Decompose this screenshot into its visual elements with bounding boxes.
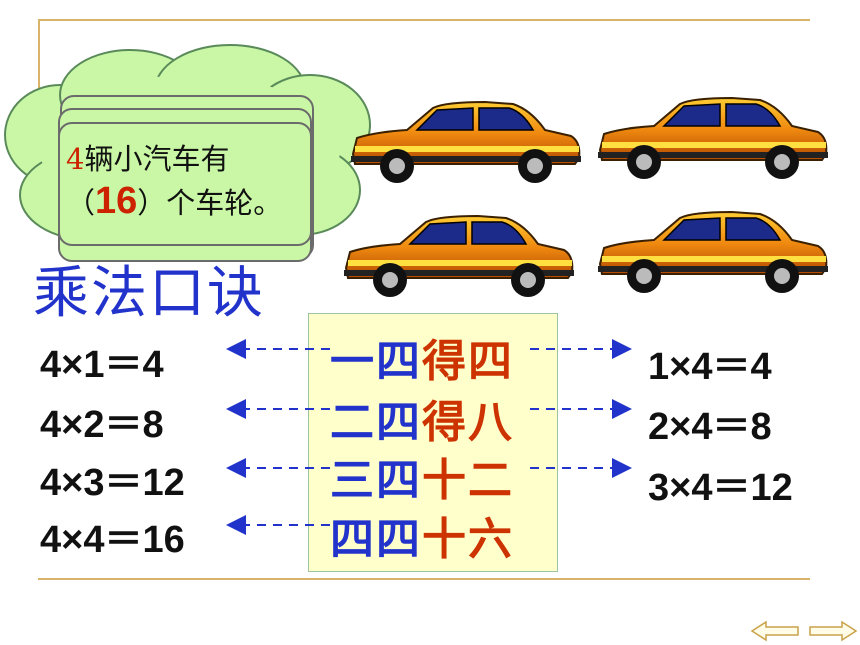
left-equation: 4×3＝12 [40, 462, 185, 504]
question-line-1: 4辆小汽车有 [66, 136, 229, 178]
frame-bottom-line [38, 578, 810, 580]
right-equation: 3×4＝12 [648, 467, 793, 509]
rhyme-line: 一四得四 [330, 325, 514, 389]
rhyme-line: 三四十二 [330, 444, 514, 508]
rhyme-part-blue: 四四 [330, 514, 422, 565]
prev-arrow-icon[interactable] [750, 620, 800, 642]
right-equation: 1×4＝4 [648, 346, 772, 388]
next-arrow-icon[interactable] [808, 620, 858, 642]
answer-number: 16 [95, 180, 138, 222]
right-equation: 2×4＝8 [648, 406, 772, 448]
question-text-1: 辆小汽车有 [84, 142, 230, 176]
frame-top-line [38, 19, 810, 21]
rhyme-part-blue: 一四 [330, 336, 422, 387]
rhyme-part-red: 十六 [422, 514, 514, 565]
page-title: 乘法口诀 [33, 261, 265, 326]
rhyme-part-blue: 三四 [330, 455, 422, 506]
rhyme-line: 二四得八 [330, 386, 514, 450]
car-count: 4 [66, 142, 85, 176]
question-line-2: （16）个车轮。 [66, 180, 282, 223]
frame-left-line [38, 19, 40, 89]
rhyme-box [308, 313, 558, 572]
paren-open: （ [66, 186, 96, 220]
left-equation: 4×1＝4 [40, 344, 164, 386]
left-equation: 4×4＝16 [40, 519, 185, 561]
rhyme-part-blue: 二四 [330, 397, 422, 448]
rhyme-part-red: 得四 [422, 336, 514, 387]
rhyme-part-red: 十二 [422, 455, 514, 506]
question-text-2: ）个车轮。 [137, 186, 283, 220]
rhyme-part-red: 得八 [422, 397, 514, 448]
left-equation: 4×2＝8 [40, 404, 164, 446]
rhyme-line: 四四十六 [330, 503, 514, 567]
question-card [58, 122, 312, 246]
